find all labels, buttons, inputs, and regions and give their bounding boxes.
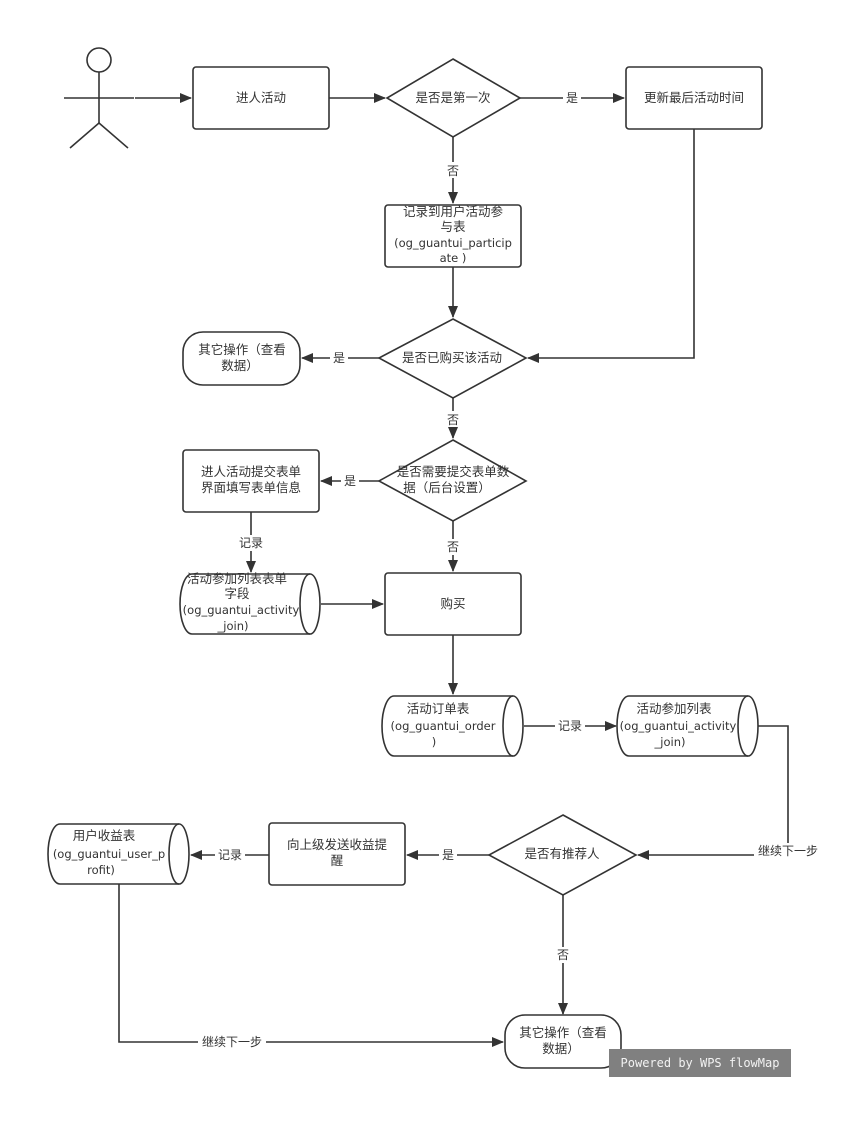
edge-update-to-bought [527,129,695,363]
join-table-line3: _join) [654,735,686,749]
notify-profit-line2: 醒 [331,853,344,868]
process-form-page: 进人活动提交表单 界面填写表单信息 [182,449,320,513]
notify-profit-line1: 向上级发送收益提 [287,837,388,852]
decision-bought: 是否已购买该活动 [377,318,528,399]
profit-table-line3: rofit) [87,863,115,877]
decision-has-referrer: 是否有推荐人 [487,814,638,896]
enter-activity-text: 进人活动 [236,90,286,105]
record-participate-line4: ate ) [440,251,467,265]
order-table-line2: (og_guantui_order [391,719,496,733]
process-update-time: 更新最后活动时间 [625,66,763,130]
join-fields-line2: 字段 [224,586,249,601]
label-needform-no: 否 [447,540,459,554]
need-form-line2: 据（后台设置） [403,480,491,495]
user-actor-icon [64,47,134,149]
edge-profit-to-other2 [118,884,504,1047]
record-participate-line3: (og_guantui_particip [394,236,512,250]
record-participate-line2: 与表 [440,219,466,234]
label-needform-yes: 是 [344,474,356,488]
order-table-line1: 活动订单表 [407,701,470,716]
update-time-text: 更新最后活动时间 [644,90,744,105]
first-time-text: 是否是第一次 [415,90,490,105]
label-bought-no: 否 [447,413,459,427]
other-ops-2-line1: 其它操作（查看 [519,1025,607,1040]
join-table-line1: 活动参加列表 [636,701,712,716]
datastore-join-fields: 活动参加列表表单 字段 (og_guantui_activity _join) [179,571,321,635]
record-participate-line1: 记录到用户活动参 [403,204,504,219]
join-table-line2: (og_guantui_activity [620,719,737,733]
label-formpage-record: 记录 [239,536,263,550]
label-order-record: 记录 [558,719,582,733]
datastore-order-table: 活动订单表 (og_guantui_order ) [381,695,524,757]
process-buy: 购买 [384,572,522,636]
form-page-line1: 进人活动提交表单 [201,464,301,479]
process-enter-activity: 进人活动 [192,66,330,130]
has-referrer-text: 是否有推荐人 [524,846,600,861]
profit-table-line1: 用户收益表 [73,828,136,843]
label-profit-continue: 继续下一步 [202,1035,262,1049]
label-first-yes: 是 [566,91,578,105]
terminal-other-ops-1: 其它操作（查看 数据） [182,331,301,386]
join-fields-line4: _join) [217,619,249,633]
datastore-profit-table: 用户收益表 (og_guantui_user_p rofit) [47,823,190,885]
other-ops-2-line2: 数据） [542,1041,580,1056]
datastore-join-table: 活动参加列表 (og_guantui_activity _join) [616,695,759,757]
buy-text: 购买 [440,596,465,611]
decision-need-form: 是否需要提交表单数 据（后台设置） [377,439,528,522]
watermark-text: Powered by WPS flowMap [621,1056,780,1070]
process-record-participate: 记录到用户活动参 与表 (og_guantui_particip ate ) [384,204,522,268]
join-fields-line3: (og_guantui_activity [183,603,300,617]
other-ops-1-line2: 数据） [221,358,259,373]
edge-labels: 是 否 是 否 是 否 记录 记录 继续下一步 是 记录 否 继续下一步 [198,90,822,1050]
edge-jointable-to-referrer [637,725,789,860]
join-fields-line1: 活动参加列表表单 [187,571,287,586]
label-notify-record: 记录 [218,848,242,862]
terminal-other-ops-2: 其它操作（查看 数据） [504,1014,622,1069]
label-referrer-no: 否 [557,948,569,962]
label-bought-yes: 是 [333,351,345,365]
need-form-line1: 是否需要提交表单数 [397,464,510,479]
profit-table-line2: (og_guantui_user_p [53,847,165,861]
watermark-badge: Powered by WPS flowMap [609,1049,791,1077]
decision-first-time: 是否是第一次 [385,58,522,138]
order-table-line3: ) [432,735,437,749]
label-first-no: 否 [447,164,459,178]
form-page-line2: 界面填写表单信息 [201,480,301,495]
bought-text: 是否已购买该活动 [402,350,502,365]
other-ops-1-line1: 其它操作（查看 [198,342,286,357]
label-referrer-yes: 是 [442,848,454,862]
label-jointable-continue: 继续下一步 [758,844,818,858]
process-notify-profit: 向上级发送收益提 醒 [268,822,406,886]
